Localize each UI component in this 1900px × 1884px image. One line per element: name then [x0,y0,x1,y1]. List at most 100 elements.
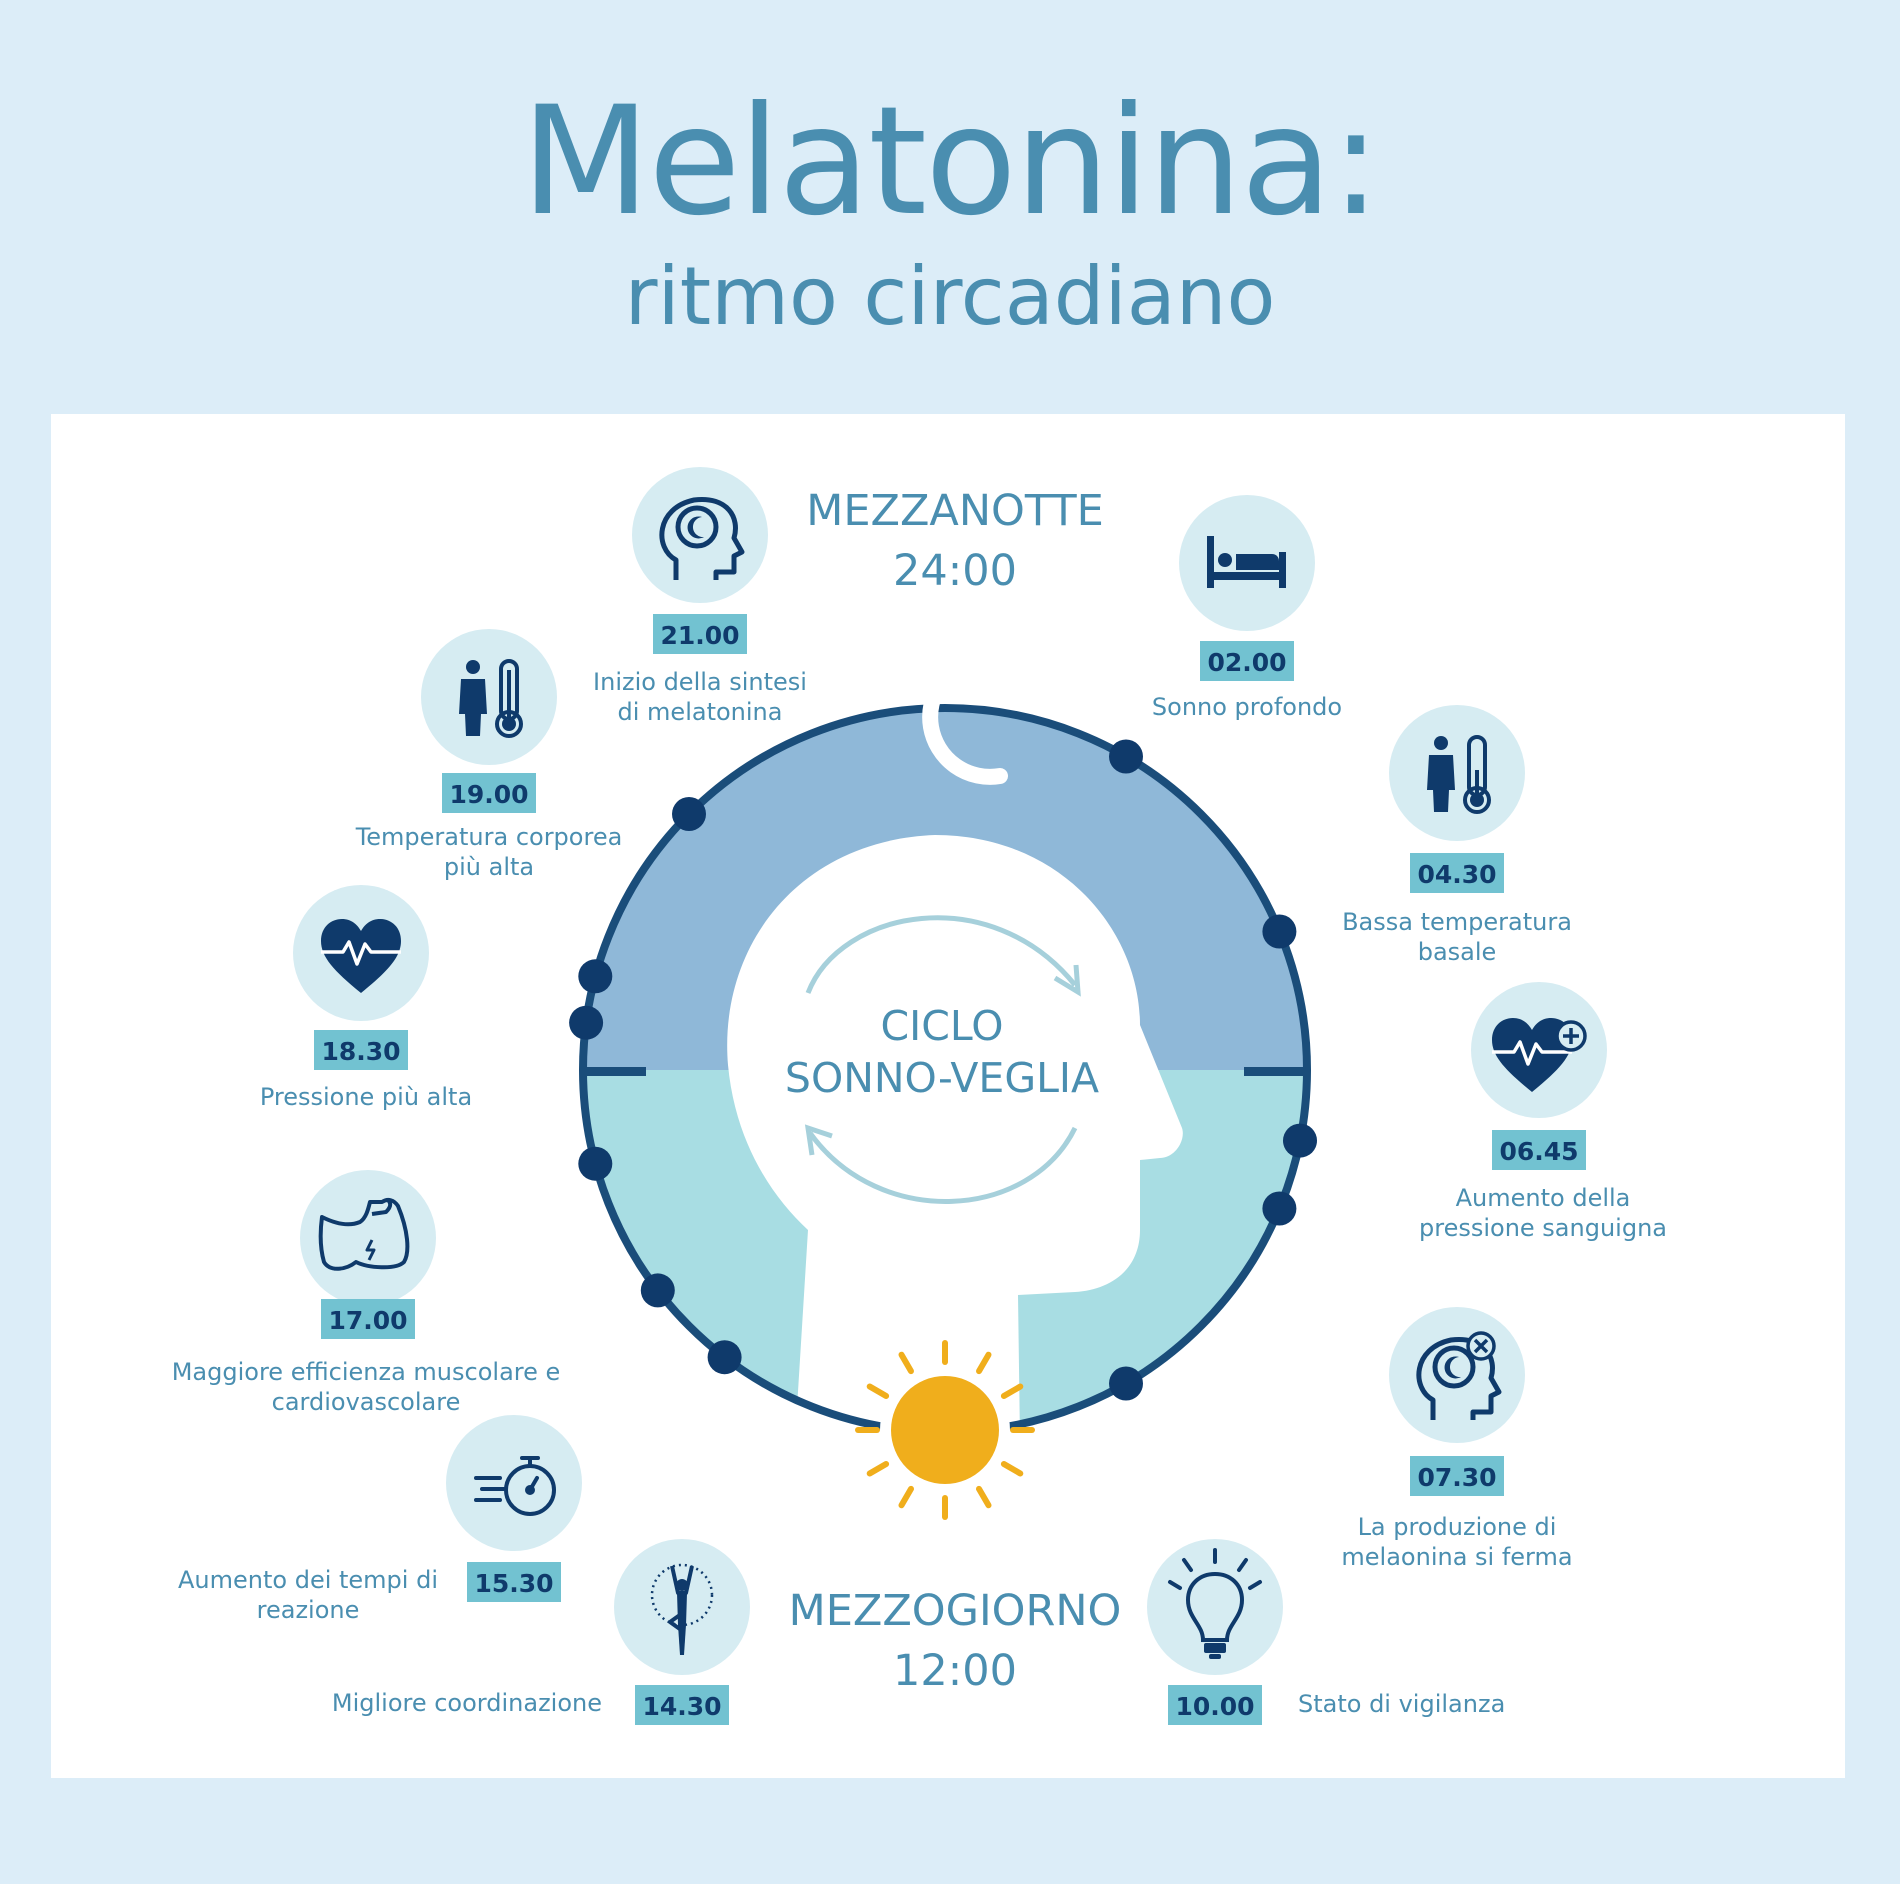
time-badge [1410,1456,1504,1496]
time-label: 07.30 [1417,1463,1496,1492]
ring-marker-18-30 [569,1005,604,1040]
time-badge [1168,1685,1262,1725]
event-desc-1: Sonno profondo [1152,693,1342,721]
icon-circle [1389,705,1525,841]
cycle-arrow-top-head [1053,964,1081,997]
event-desc-1: Inizio della sintesi [593,668,807,696]
sun-ray [976,1485,992,1509]
time-badge [321,1299,415,1339]
event-02-00: 02.00 Sonno profondo [1152,495,1342,721]
icon-circle [632,467,768,603]
event-17-00: 17.00 Maggiore efficienza muscolare e ca… [172,1170,561,1416]
icon-circle [300,1170,436,1306]
event-desc-1: Migliore coordinazione [332,1689,602,1717]
page-subtitle: ritmo circadiano [624,250,1276,343]
sun-ray [898,1351,914,1375]
event-desc-1: Aumento dei tempi di [178,1566,438,1594]
event-desc-1: Pressione più alta [260,1083,472,1111]
event-desc-2: reazione [257,1596,360,1624]
event-desc-1: Stato di vigilanza [1298,1690,1505,1718]
sun-ray [1000,1461,1024,1477]
bed-icon [1207,536,1286,588]
ring-marker-14-30 [707,1340,742,1375]
event-desc-1: Aumento della [1456,1184,1631,1212]
heartbeat-icon [321,919,401,993]
event-desc-2: più alta [444,853,534,881]
sun-icon [855,1340,1035,1520]
midnight-label: MEZZANOTTE [806,486,1104,536]
heart-plus-icon [1492,1018,1587,1092]
icon-circle [1389,1307,1525,1443]
time-badge [1200,641,1294,681]
time-label: 06.45 [1499,1137,1578,1166]
noon-label: MEZZOGIORNO [789,1586,1122,1636]
icon-circle [1147,1539,1283,1675]
cycle-arrow-bottom [807,1126,1078,1204]
event-18-30: 18.30 Pressione più alta [260,885,472,1111]
yoga-pose-icon [650,1563,714,1655]
sun-ray [1000,1383,1024,1399]
sun-ray [976,1351,992,1375]
time-label: 15.30 [474,1569,553,1598]
cycle-arrow-bottom-head [804,1124,833,1156]
time-badge [1410,853,1504,893]
time-badge [1492,1130,1586,1170]
ring-marker-10-00 [1109,1366,1143,1401]
horizon-tick-left [584,1067,646,1076]
sun-ray [866,1383,890,1399]
stopwatch-icon [474,1456,556,1516]
event-14-30: 14.30 Migliore coordinazione [332,1539,750,1725]
event-21-00: 21.00 Inizio della sintesi di melatonina [593,467,807,726]
ring-marker-15-30 [640,1273,675,1308]
time-badge [442,773,536,813]
midnight-time: 24:00 [893,546,1017,596]
event-desc-1: La produzione di [1358,1513,1557,1541]
ring-marker-07-30 [1262,1191,1297,1226]
sun-ray [866,1461,890,1477]
time-label: 19.00 [449,780,528,809]
event-07-30: 07.30 La produzione di melaonina si ferm… [1341,1307,1573,1571]
ring-marker-17-00 [578,1146,613,1181]
time-label: 02.00 [1207,648,1286,677]
noon-time: 12:00 [893,1646,1017,1696]
event-desc-2: pressione sanguigna [1419,1214,1667,1242]
lightbulb-icon [1168,1548,1262,1659]
ring-marker-19-00 [578,959,613,994]
muscle-arm-icon [318,1197,410,1271]
event-04-30: 04.30 Bassa temperatura basale [1342,705,1572,966]
moon-icon [922,650,1008,785]
event-desc-1: Temperatura corporea [355,823,623,851]
time-badge [653,614,747,654]
event-desc-1: Maggiore efficienza muscolare e [172,1358,561,1386]
person-thermometer-icon [459,659,523,738]
time-badge [314,1030,408,1070]
event-06-45: 06.45 Aumento della pressione sanguigna [1419,982,1667,1242]
time-label: 17.00 [328,1306,407,1335]
page-title: Melatonina: [520,75,1381,249]
ring-marker-21-00 [672,797,706,831]
brain-moon-x-icon [1416,1331,1502,1420]
time-label: 04.30 [1417,860,1496,889]
cycle-arrow-top [805,915,1077,994]
horizon-tick-right [1244,1067,1306,1076]
event-desc-2: di melatonina [618,698,783,726]
time-label: 14.30 [642,1692,721,1721]
ring-marker-06-45 [1283,1123,1317,1158]
event-desc-2: cardiovascolare [272,1388,461,1416]
person-thermometer-icon [1427,735,1491,814]
cycle-line-1: CICLO [881,1002,1004,1050]
time-label: 21.00 [660,621,739,650]
event-desc-1: Bassa temperatura [1342,908,1572,936]
time-label: 18.30 [321,1037,400,1066]
ring-marker-04-30 [1262,914,1297,949]
event-19-00: 19.00 Temperatura corporea più alta [355,629,623,881]
time-badge [635,1685,729,1725]
brain-moon-icon [659,497,745,580]
event-15-30: 15.30 Aumento dei tempi di reazione [178,1415,582,1624]
icon-circle [421,629,557,765]
time-label: 10.00 [1175,1692,1254,1721]
ring-marker-02-00 [1109,739,1143,774]
time-badge [467,1562,561,1602]
sun-ray [898,1485,914,1509]
